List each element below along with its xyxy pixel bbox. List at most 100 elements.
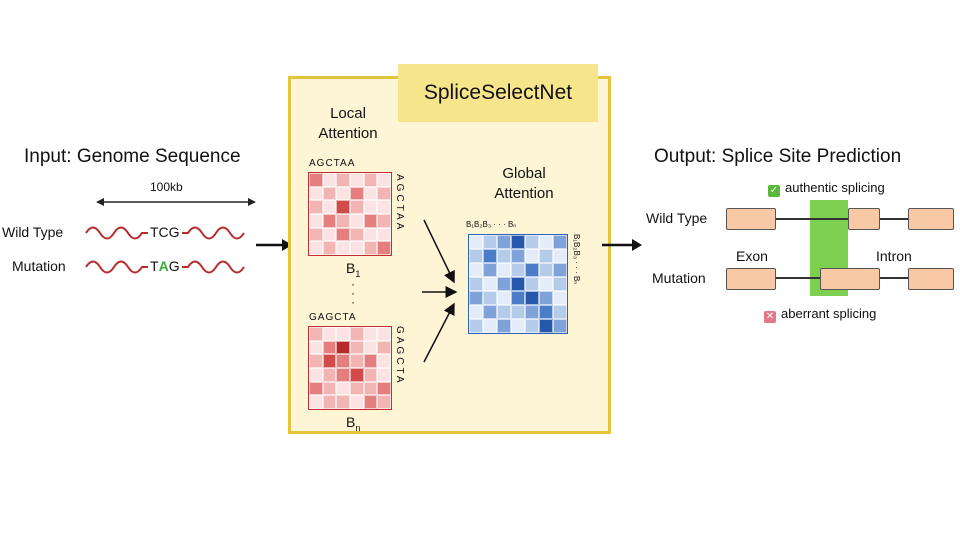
heatmap-cell bbox=[553, 277, 567, 291]
intron-label: Intron bbox=[876, 248, 912, 264]
heatmap-cell bbox=[377, 367, 391, 382]
heatmap-cell bbox=[322, 381, 337, 396]
heatmap-cell bbox=[511, 263, 525, 277]
heatmap-cell bbox=[469, 235, 483, 249]
heatmap-cell bbox=[363, 227, 378, 242]
heatmap-cell bbox=[350, 213, 364, 228]
heatmap-cell bbox=[511, 277, 525, 291]
output-wild-type-label: Wild Type bbox=[646, 210, 708, 226]
heatmap-cell bbox=[525, 263, 539, 277]
heatmap-cell bbox=[309, 213, 323, 228]
global-attention-label: Global Attention bbox=[494, 165, 554, 202]
heatmap-cell bbox=[377, 241, 391, 255]
heatmap-cell bbox=[350, 173, 364, 187]
cross-icon: ✕ bbox=[764, 311, 776, 323]
heatmap-cell bbox=[539, 305, 553, 319]
heatmap-cell bbox=[363, 200, 378, 214]
heatmap-cell bbox=[309, 354, 323, 368]
heatmap-cell bbox=[377, 354, 391, 368]
heatmap-cell bbox=[336, 367, 350, 382]
wild-type-wave-left bbox=[85, 226, 148, 240]
heatmap-cell bbox=[511, 319, 525, 333]
heatmap-cell bbox=[336, 200, 350, 214]
heatmap-cell bbox=[497, 291, 511, 305]
input-arrow bbox=[256, 239, 292, 251]
heatmap-cell bbox=[322, 327, 337, 341]
mutation-sequence: TAG bbox=[150, 258, 180, 274]
heatmap-cell bbox=[553, 263, 567, 277]
wild-type-sequence: TCG bbox=[150, 224, 180, 240]
heatmap-cell bbox=[539, 291, 553, 305]
heatmap-cell bbox=[553, 249, 567, 263]
heatmap-cell bbox=[336, 227, 350, 242]
heatmap-cell bbox=[363, 395, 378, 409]
heatmap-cell bbox=[322, 173, 337, 187]
heatmap-cell bbox=[377, 186, 391, 201]
heatmap-cell bbox=[539, 235, 553, 249]
heatmap-cell bbox=[511, 249, 525, 263]
heatmap-cell bbox=[525, 319, 539, 333]
wild-type-exon-1 bbox=[726, 208, 776, 230]
wild-type-wave-right bbox=[182, 226, 245, 240]
heatmap-cell bbox=[363, 354, 378, 368]
heatmap-cell bbox=[377, 173, 391, 187]
wild-type-exon-3 bbox=[908, 208, 954, 230]
heatmap-cell bbox=[309, 340, 323, 355]
heatmap-cell bbox=[363, 241, 378, 255]
mutation-exon-3 bbox=[908, 268, 954, 290]
output-title: Output: Splice Site Prediction bbox=[654, 146, 902, 167]
heatmap-cell bbox=[539, 249, 553, 263]
heatmap-cell bbox=[322, 367, 337, 382]
heatmap-cell bbox=[525, 249, 539, 263]
heatmap-cell bbox=[377, 340, 391, 355]
heatmap-cell bbox=[483, 263, 497, 277]
heatmap-cell bbox=[350, 381, 364, 396]
heatmap-cell bbox=[309, 200, 323, 214]
blockn-label: Bn bbox=[346, 414, 361, 433]
heatmap-cell bbox=[511, 235, 525, 249]
heatmap-cell bbox=[553, 305, 567, 319]
model-name: SpliceSelectNet bbox=[398, 64, 598, 122]
heatmap-cell bbox=[350, 395, 364, 409]
heatmap-cell bbox=[336, 395, 350, 409]
heatmap-cell bbox=[539, 319, 553, 333]
heatmap-cell bbox=[322, 354, 337, 368]
aberrant-legend: ✕aberrant splicing bbox=[764, 306, 877, 323]
heatmap-cell bbox=[322, 186, 337, 201]
wild-type-label: Wild Type bbox=[2, 224, 64, 240]
heatmap-cell bbox=[350, 227, 364, 242]
heatmap-cell bbox=[350, 186, 364, 201]
heatmap-cell bbox=[469, 305, 483, 319]
heatmap-cell bbox=[483, 319, 497, 333]
heatmap-cell bbox=[322, 241, 337, 255]
mutation-exon-2 bbox=[820, 268, 880, 290]
heatmap-cell bbox=[553, 291, 567, 305]
length-label: 100kb bbox=[150, 180, 183, 194]
heatmap-cell bbox=[511, 291, 525, 305]
heatmap-cell bbox=[336, 354, 350, 368]
output-mutation-label: Mutation bbox=[652, 270, 706, 286]
heatmap-cell bbox=[483, 291, 497, 305]
heatmap-cell bbox=[377, 327, 391, 341]
heatmap-cell bbox=[497, 277, 511, 291]
heatmap-cell bbox=[377, 381, 391, 396]
heatmap-cell bbox=[525, 291, 539, 305]
heatmap-cell bbox=[322, 340, 337, 355]
input-title: Input: Genome Sequence bbox=[24, 146, 241, 167]
heatmap-cell bbox=[363, 367, 378, 382]
heatmap-cell bbox=[363, 327, 378, 341]
heatmap-cell bbox=[363, 381, 378, 396]
heatmap-cell bbox=[309, 395, 323, 409]
global-top-labels: B₁B₂B₃ · · · Bₙ bbox=[466, 220, 517, 229]
global-side-labels: B₁B₂B₃ · · · Bₙ bbox=[572, 234, 581, 285]
heatmap-cell bbox=[497, 235, 511, 249]
heatmap-cell bbox=[497, 263, 511, 277]
heatmap-cell bbox=[322, 213, 337, 228]
heatmap-cell bbox=[469, 263, 483, 277]
local-attention-matrix-n bbox=[308, 326, 392, 410]
output-arrow bbox=[602, 239, 642, 251]
heatmap-cell bbox=[336, 241, 350, 255]
heatmap-cell bbox=[336, 327, 350, 341]
heatmap-cell bbox=[539, 277, 553, 291]
mutated-base: A bbox=[158, 258, 169, 274]
